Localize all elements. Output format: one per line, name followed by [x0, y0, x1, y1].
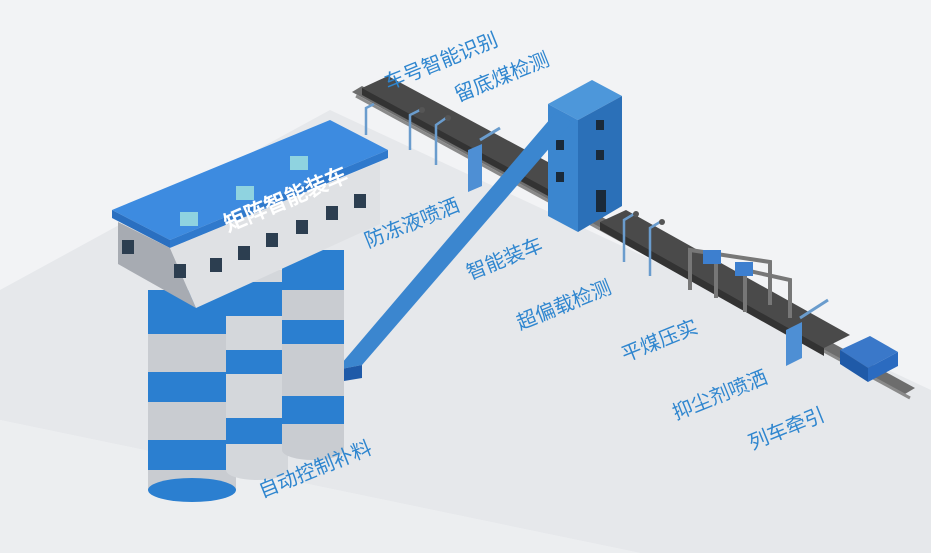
camera-icons — [419, 107, 665, 225]
silo-left — [148, 290, 236, 502]
silo-middle — [226, 270, 288, 480]
locomotive — [840, 336, 898, 382]
loading-tower — [548, 80, 622, 232]
leveling-units — [703, 250, 753, 276]
lamp-posts — [364, 102, 661, 276]
spray-device-antifreeze — [468, 126, 501, 192]
silo-right — [282, 250, 344, 460]
leveling-gantry — [688, 247, 792, 318]
spray-device-dust — [786, 298, 829, 366]
silo-building — [112, 120, 388, 308]
